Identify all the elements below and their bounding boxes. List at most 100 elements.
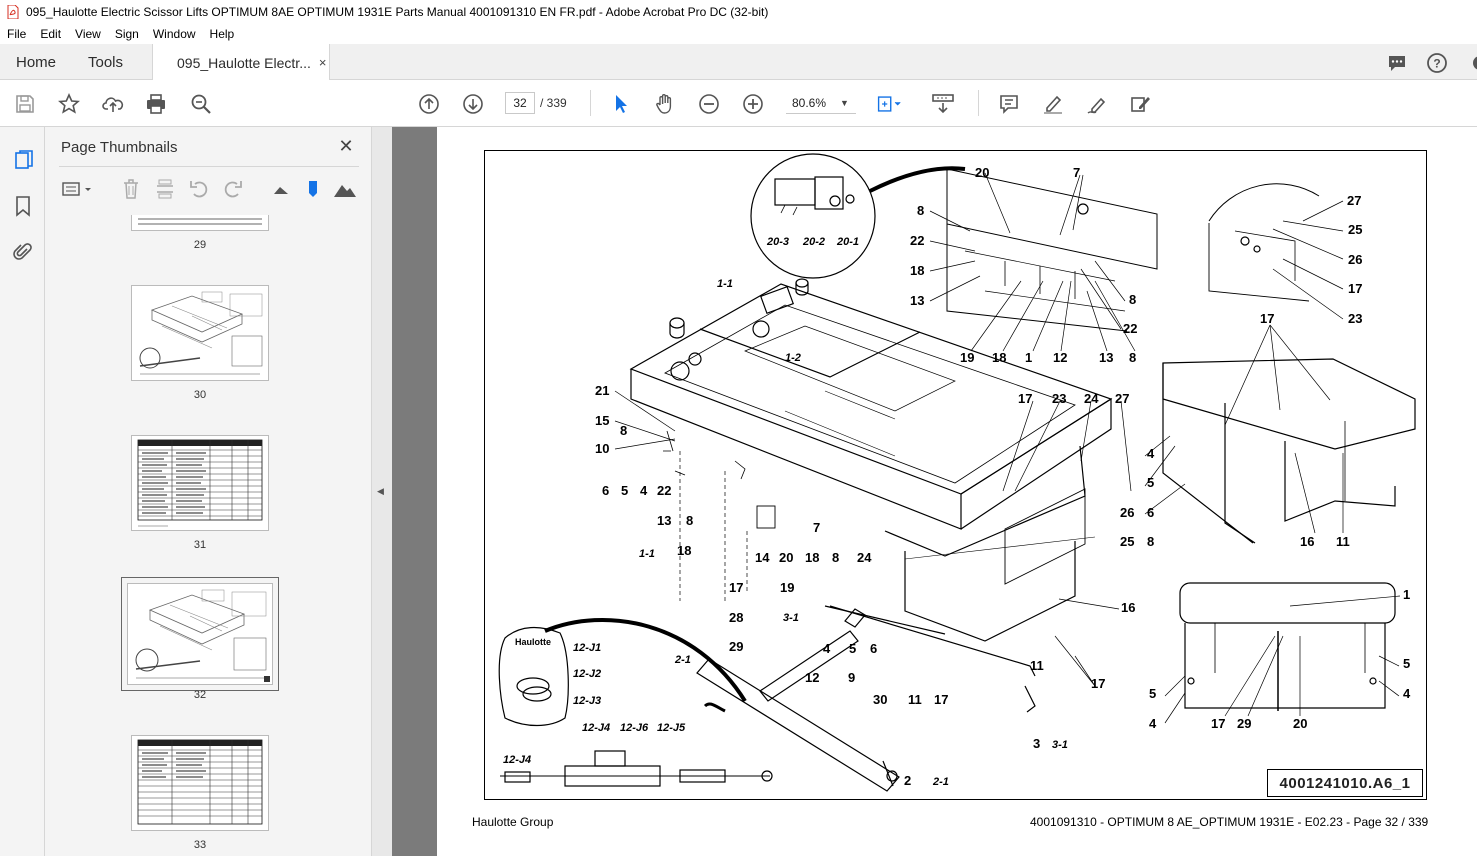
callout: 22	[1123, 321, 1137, 336]
next-page-icon[interactable]	[460, 91, 486, 117]
small-thumbnail-icon[interactable]	[269, 177, 293, 201]
bookmark-star-icon[interactable]	[56, 91, 82, 117]
acrobat-icon	[6, 5, 20, 19]
menu-help[interactable]: Help	[209, 27, 235, 41]
tab-home[interactable]: Home	[16, 53, 57, 71]
callout: 26	[1120, 505, 1134, 520]
thumbnail-size-slider-icon[interactable]	[301, 177, 325, 201]
delete-page-icon[interactable]	[119, 177, 143, 201]
callout: 27	[1347, 193, 1361, 208]
zoom-out-icon[interactable]	[696, 91, 722, 117]
callout: 4	[1149, 716, 1157, 731]
callout: 20-2	[802, 236, 825, 248]
extract-pages-icon[interactable]	[153, 177, 177, 201]
menu-window[interactable]: Window	[152, 27, 196, 41]
callout: 23	[1052, 391, 1066, 406]
callout: 29	[1237, 716, 1251, 731]
thumbnail-page-29[interactable]	[131, 215, 269, 231]
svg-text:?: ?	[1433, 57, 1440, 71]
callout: 23	[1348, 311, 1362, 326]
rotate-left-icon[interactable]	[187, 177, 211, 201]
close-tab-icon[interactable]: ×	[318, 55, 327, 70]
zoom-level-select[interactable]: 80.6% ▼	[786, 92, 856, 114]
window-title: 095_Haulotte Electric Scissor Lifts OPTI…	[26, 5, 769, 19]
callout: 7	[813, 520, 820, 535]
select-cursor-icon[interactable]	[608, 91, 634, 117]
callout: 8	[917, 203, 924, 218]
thumbnail-label: 31	[193, 539, 207, 551]
callout: 2-1	[932, 776, 949, 788]
callout: 1	[1403, 587, 1410, 602]
callout: 1-1	[639, 548, 655, 560]
thumbnail-page-30[interactable]	[131, 285, 269, 381]
callout: 11	[1336, 534, 1350, 549]
menu-view[interactable]: View	[75, 27, 101, 41]
large-thumbnail-icon[interactable]	[333, 177, 357, 201]
edit-pdf-icon[interactable]	[1128, 91, 1154, 117]
thumbnail-options-icon[interactable]	[59, 177, 95, 201]
callout: 17	[1018, 391, 1032, 406]
help-icon[interactable]: ?	[1426, 52, 1448, 74]
callout: 27	[1115, 391, 1129, 406]
hand-tool-icon[interactable]	[652, 91, 678, 117]
page-thumbnails-icon[interactable]	[10, 147, 36, 173]
menu-sign[interactable]: Sign	[114, 27, 139, 41]
share-upload-icon[interactable]	[100, 91, 126, 117]
previous-page-icon[interactable]	[416, 91, 442, 117]
thumbnail-page-33[interactable]	[131, 735, 269, 831]
bookmarks-icon[interactable]	[10, 193, 36, 219]
callout: 20	[779, 550, 793, 565]
callout: 16	[1121, 600, 1135, 615]
callout: 9	[848, 670, 855, 685]
callout: 13	[1099, 350, 1113, 365]
callout: 1	[1025, 350, 1032, 365]
callout: 5	[621, 483, 628, 498]
main-toolbar: 32 / 339 80.6% ▼	[0, 80, 1477, 127]
thumbnail-page-31[interactable]	[131, 435, 269, 531]
panel-divider	[59, 166, 359, 167]
highlight-pen-icon[interactable]	[1040, 91, 1066, 117]
callout: 17	[1348, 281, 1362, 296]
footer-page-info: 4001091310 - OPTIMUM 8 AE_OPTIMUM 1931E …	[1030, 815, 1429, 829]
print-icon[interactable]	[143, 91, 169, 117]
fit-page-icon[interactable]	[876, 91, 902, 117]
zoom-in-icon[interactable]	[740, 91, 766, 117]
callout: 3-1	[783, 612, 799, 624]
callout: 15	[595, 413, 609, 428]
callout: 25	[1348, 222, 1362, 237]
panel-splitter[interactable]	[372, 127, 392, 856]
tab-document[interactable]: 095_Haulotte Electr... ×	[152, 44, 330, 81]
page-number-input[interactable]: 32	[505, 92, 535, 114]
chevron-down-icon: ▼	[840, 97, 849, 108]
save-icon[interactable]	[12, 91, 38, 117]
callout: 18	[677, 543, 691, 558]
exploded-view-drawing: 20 7 8 22 18 13 8 22 19 18 1 12 13 8 27 …	[498, 153, 1416, 792]
rotate-right-icon[interactable]	[221, 177, 245, 201]
callout: 6	[870, 641, 877, 656]
add-comment-icon[interactable]	[996, 91, 1022, 117]
sign-in-icon[interactable]	[1464, 52, 1477, 74]
thumbnail-page-32[interactable]	[121, 577, 279, 691]
menu-edit[interactable]: Edit	[40, 27, 62, 41]
callout: 8	[686, 513, 693, 528]
close-panel-icon[interactable]: ✕	[338, 135, 354, 156]
callout: 12-J5	[657, 722, 686, 734]
collapse-panel-icon[interactable]: ◀	[377, 486, 384, 496]
callout: 20-3	[766, 236, 789, 248]
callout: 18	[992, 350, 1006, 365]
callout: 29	[729, 639, 743, 654]
tab-bar: Home Tools 095_Haulotte Electr... × ?	[0, 44, 1477, 81]
attachments-icon[interactable]	[10, 239, 36, 265]
callout: 10	[595, 441, 609, 456]
callout: 13	[657, 513, 671, 528]
callout: 5	[1147, 475, 1154, 490]
comment-bubble-icon[interactable]	[1386, 52, 1408, 74]
zoom-search-icon[interactable]	[188, 91, 214, 117]
callout: 13	[910, 293, 924, 308]
scroll-mode-icon[interactable]	[930, 91, 956, 117]
menu-file[interactable]: File	[7, 27, 27, 41]
tab-tools[interactable]: Tools	[88, 53, 124, 71]
callout: 5	[1149, 686, 1156, 701]
sign-pen-icon[interactable]	[1084, 91, 1110, 117]
thumbnail-label: 32	[193, 689, 207, 701]
